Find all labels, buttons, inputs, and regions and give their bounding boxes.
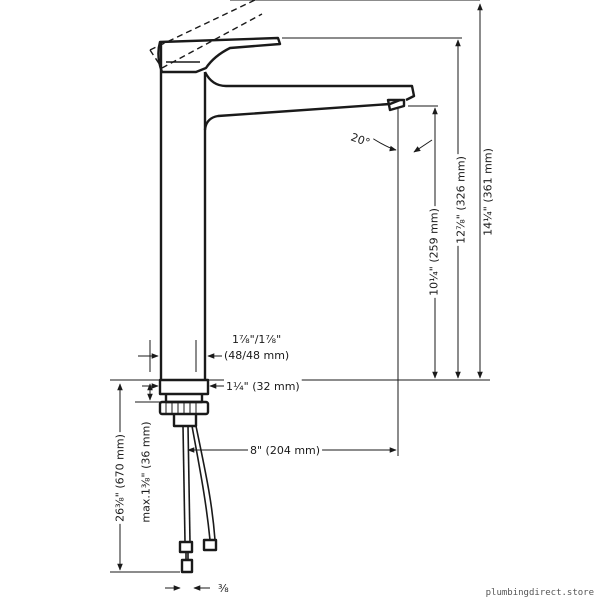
- label-knockout: [222, 348, 292, 363]
- spout-reach-label: 8" (204 mm): [250, 444, 320, 457]
- body-width-label-1: 1⅞"/1⅞": [232, 333, 281, 346]
- spout-angle-label: 20°: [349, 131, 372, 150]
- spout-height-label: 10¼" (259 mm): [428, 208, 441, 296]
- label-knockout: [230, 332, 284, 347]
- body-width-label-2: (48/48 mm): [224, 349, 289, 362]
- watermark-text: plumbingdirect.store: [486, 588, 594, 598]
- label-knockout: [346, 128, 374, 152]
- max-deck-label: max.1⅜" (36 mm): [140, 421, 153, 522]
- label-knockout: [224, 379, 302, 394]
- supply-hoses: [178, 425, 218, 574]
- faucet-outline: [149, 0, 416, 380]
- dimension-arrows: [117, 3, 483, 591]
- connection-size-label: ⅜: [218, 582, 229, 595]
- label-knockout: [426, 206, 442, 298]
- hose-length-label: 26⅜" (670 mm): [114, 434, 127, 522]
- label-knockout: [480, 146, 496, 238]
- label-knockout: [112, 432, 128, 524]
- base-width-label: 1¼" (32 mm): [226, 380, 300, 393]
- label-knockout: [216, 581, 231, 596]
- label-knockout: [138, 419, 154, 525]
- label-knockout: [453, 154, 469, 246]
- total-height-label: 14¼" (361 mm): [482, 148, 495, 236]
- lever-height-label: 12⅞" (326 mm): [455, 156, 468, 244]
- mounting-base: [158, 378, 210, 428]
- label-knockout: [248, 443, 323, 458]
